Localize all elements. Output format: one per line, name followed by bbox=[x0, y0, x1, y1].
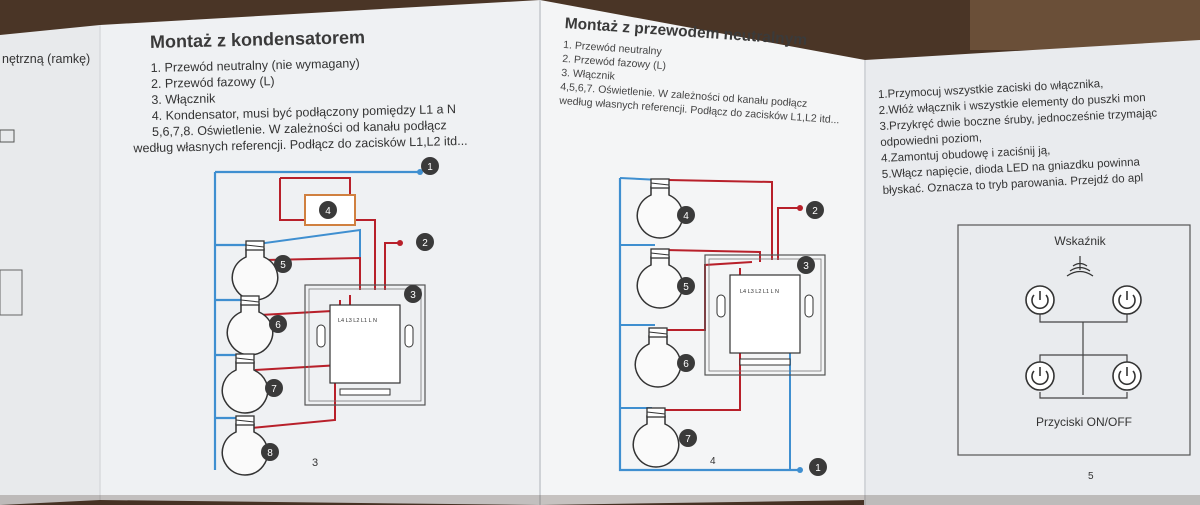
badge-6: 6 bbox=[269, 315, 287, 333]
badge-5: 5 bbox=[677, 277, 695, 295]
wire-node bbox=[397, 240, 403, 246]
page4-wiring-diagram: L4 L3 L2 L1 L N 1 2 3 4 5 6 7 bbox=[618, 177, 827, 476]
svg-text:4: 4 bbox=[325, 206, 331, 217]
page-4 bbox=[540, 0, 865, 505]
capacitor-wire bbox=[280, 177, 351, 195]
page-3 bbox=[100, 0, 540, 505]
wire-node bbox=[417, 169, 423, 175]
page5-number: 5 bbox=[1088, 471, 1094, 482]
badge-3: 3 bbox=[404, 285, 422, 303]
page3-line-4: 4. Kondensator, musi być podłączony pomi… bbox=[152, 102, 457, 123]
badge-5: 5 bbox=[274, 255, 292, 273]
badge-7: 7 bbox=[265, 379, 283, 397]
left-page-text: nętrzną (ramkę) bbox=[2, 52, 90, 66]
svg-text:7: 7 bbox=[685, 434, 691, 445]
bottom-shadow bbox=[0, 495, 1200, 505]
page3-line-1: 1. Przewód neutralny (nie wymagany) bbox=[150, 56, 359, 75]
page5-button-diagram bbox=[957, 224, 1191, 456]
badge-4: 4 bbox=[677, 206, 695, 224]
svg-text:6: 6 bbox=[683, 359, 689, 370]
page-5 bbox=[865, 40, 1200, 505]
left-page-figure-fragment-2 bbox=[0, 269, 23, 316]
svg-text:5: 5 bbox=[280, 260, 286, 271]
svg-text:1: 1 bbox=[427, 162, 433, 173]
svg-text:6: 6 bbox=[275, 320, 281, 331]
buttons-label: Przyciski ON/OFF bbox=[1036, 415, 1132, 429]
lamp-wire-5 bbox=[264, 256, 361, 290]
power-icon bbox=[1112, 285, 1142, 315]
indicator-label: Wskaźnik bbox=[1054, 234, 1106, 248]
badge-7: 7 bbox=[679, 429, 697, 447]
power-icon bbox=[1112, 361, 1142, 391]
neutral-wire-main bbox=[618, 178, 800, 472]
page3-number: 3 bbox=[312, 457, 318, 469]
switch-front-outline bbox=[957, 224, 1191, 456]
wire-node bbox=[797, 467, 803, 473]
page4-line-3: 3. Włącznik bbox=[561, 67, 616, 83]
badge-2: 2 bbox=[416, 233, 434, 251]
svg-text:1: 1 bbox=[815, 463, 821, 474]
badge-8: 8 bbox=[261, 443, 279, 461]
badge-1: 1 bbox=[421, 157, 439, 175]
badge-6: 6 bbox=[677, 354, 695, 372]
page3-title: Montaż z kondensatorem bbox=[150, 27, 365, 52]
svg-text:5: 5 bbox=[683, 282, 689, 293]
badge-2: 2 bbox=[806, 201, 824, 219]
svg-text:7: 7 bbox=[271, 384, 277, 395]
svg-text:2: 2 bbox=[422, 238, 428, 249]
left-partial-page bbox=[0, 25, 100, 505]
phase-wire bbox=[777, 207, 800, 260]
switch-terminal-labels: L4 L3 L2 L1 L N bbox=[740, 289, 779, 295]
button-divider-mid bbox=[1039, 354, 1128, 362]
page4-number: 4 bbox=[710, 456, 716, 467]
phase-wire-b bbox=[384, 242, 400, 290]
switch-terminal-labels: L4 L3 L2 L1 L N bbox=[338, 318, 377, 324]
button-divider-bottom bbox=[1039, 392, 1128, 399]
table-wood-top bbox=[970, 0, 1200, 50]
svg-text:8: 8 bbox=[267, 448, 273, 459]
lamp-wire-4 bbox=[667, 179, 773, 260]
indicator-icon bbox=[1066, 256, 1094, 277]
left-page-figure-fragment bbox=[0, 129, 15, 143]
badge-3: 3 bbox=[797, 256, 815, 274]
svg-text:3: 3 bbox=[410, 290, 416, 301]
wire-node bbox=[797, 205, 803, 211]
page5-line-4: odpowiedni poziom, bbox=[880, 132, 982, 149]
svg-text:3: 3 bbox=[803, 261, 809, 272]
power-icon bbox=[1025, 361, 1055, 391]
page3-line-3: 3. Włącznik bbox=[151, 92, 216, 107]
svg-text:2: 2 bbox=[812, 206, 818, 217]
power-icon bbox=[1025, 285, 1055, 315]
badge-4: 4 bbox=[319, 201, 337, 219]
svg-text:4: 4 bbox=[683, 211, 689, 222]
page3-line-5: 5,6,7,8. Oświetlenie. W zależności od ka… bbox=[152, 118, 447, 139]
page3-line-2: 2. Przewód fazowy (L) bbox=[151, 74, 275, 91]
page3-wiring-diagram: L4 L3 L2 L1 L N 1 2 3 4 5 6 7 8 bbox=[213, 157, 439, 476]
badge-1: 1 bbox=[809, 458, 827, 476]
